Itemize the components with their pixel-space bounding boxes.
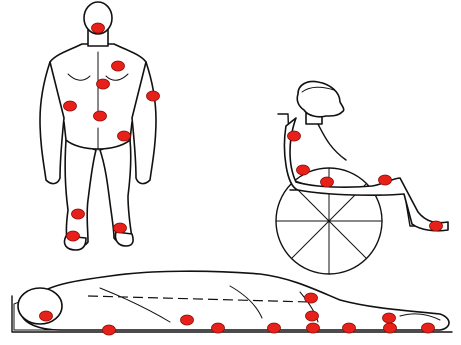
pressure-point-marker xyxy=(72,209,85,219)
pressure-point-marker xyxy=(307,323,320,333)
wheelchair-figure xyxy=(276,82,448,275)
pressure-point-marker xyxy=(97,79,110,89)
standing-figure xyxy=(40,2,156,250)
pressure-point-marker xyxy=(40,311,53,321)
pressure-point-marker xyxy=(67,231,80,241)
seated-torso xyxy=(285,118,449,231)
pressure-point-marker xyxy=(422,323,435,333)
pressure-point-marker xyxy=(118,131,131,141)
pressure-point-marker xyxy=(288,131,301,141)
seated-arm xyxy=(318,124,346,160)
standing-left-leg xyxy=(65,140,96,247)
pressure-point-marker xyxy=(343,323,356,333)
pressure-point-marker xyxy=(321,177,334,187)
pressure-point-marker xyxy=(212,323,225,333)
standing-right-foot xyxy=(115,232,133,246)
pressure-point-marker xyxy=(297,165,310,175)
pressure-point-marker xyxy=(92,23,105,33)
pressure-point-marker xyxy=(306,311,319,321)
pressure-point-marker xyxy=(181,315,194,325)
pressure-point-marker xyxy=(103,325,116,335)
pressure-point-marker xyxy=(114,223,127,233)
pressure-point-marker xyxy=(379,175,392,185)
pressure-point-marker xyxy=(383,313,396,323)
pressure-point-marker xyxy=(430,221,443,231)
pressure-point-marker xyxy=(384,323,397,333)
pressure-point-marker xyxy=(147,91,160,101)
pressure-point-marker xyxy=(94,111,107,121)
pressure-point-marker xyxy=(112,61,125,71)
pressure-point-marker xyxy=(305,293,318,303)
pressure-point-marker xyxy=(268,323,281,333)
pressure-point-marker xyxy=(64,101,77,111)
